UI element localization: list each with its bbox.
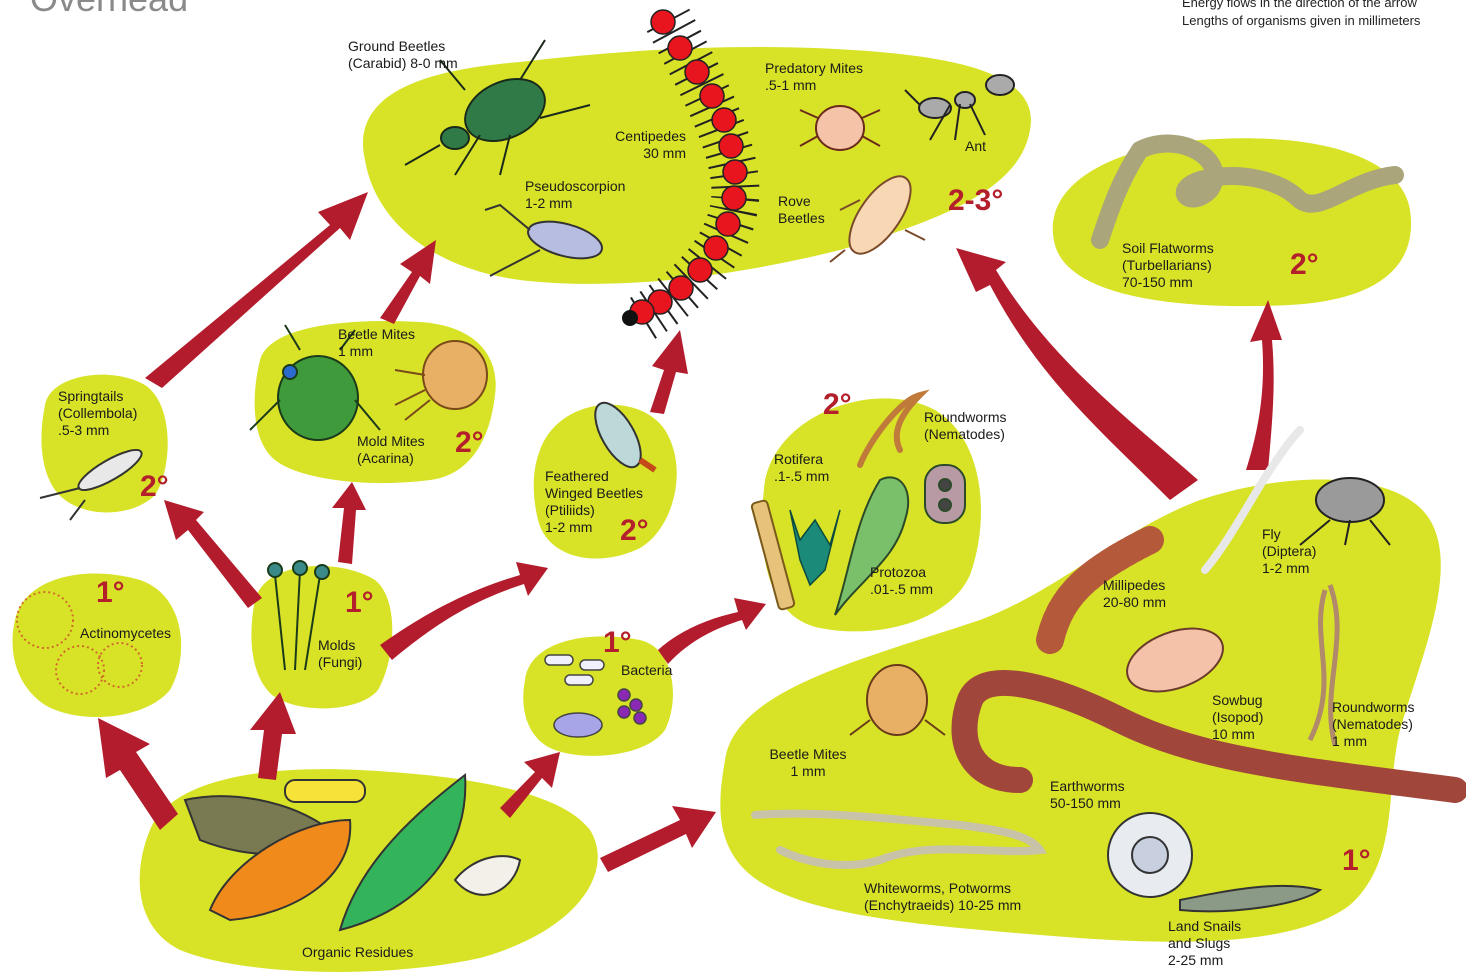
label-soil-flatworms: Soil Flatworms (Turbellarians) 70-150 mm [1122, 240, 1214, 291]
label-whiteworms: Whiteworms, Potworms (Enchytraeids) 10-2… [864, 880, 1021, 914]
level-molds: 1° [345, 588, 374, 618]
level-springtails: 2° [140, 472, 169, 502]
label-beetle-mites-large: Beetle Mites 1 mm [760, 746, 856, 780]
arrow-molds-to-springtails [164, 500, 262, 608]
arrow-organic-to-decomposers [600, 806, 716, 872]
page-title: Overhead [30, 0, 188, 20]
label-millipedes: Millipedes 20-80 mm [1103, 577, 1166, 611]
label-earthworms: Earthworms 50-150 mm [1050, 778, 1125, 812]
level-predators: 2-3° [948, 186, 1003, 216]
note-energy: Energy flows in the direction of the arr… [1182, 0, 1417, 10]
label-land-snails: Land Snails and Slugs 2-25 mm [1168, 918, 1241, 969]
label-beetle-mites: Beetle Mites 1 mm [338, 326, 415, 360]
arrow-bacteria-to-micro [658, 598, 766, 664]
label-organic-residues: Organic Residues [302, 944, 413, 961]
label-protozoa: Protozoa .01-.5 mm [870, 564, 933, 598]
level-actinomycetes: 1° [96, 578, 125, 608]
legend-notes: Energy flows in the direction of the arr… [1182, 0, 1420, 30]
arrow-mites-to-predators [380, 240, 436, 324]
label-bacteria: Bacteria [621, 662, 672, 679]
label-springtails: Springtails (Collembola) .5-3 mm [58, 388, 137, 439]
blob-bacteria [523, 636, 673, 755]
label-rotifera: Rotifera .1-.5 mm [774, 451, 829, 485]
label-molds: Molds (Fungi) [318, 637, 362, 671]
arrow-organic-to-actinomycetes [98, 718, 178, 830]
level-bacteria: 1° [603, 628, 632, 658]
label-rove-beetles: Rove Beetles [778, 193, 825, 227]
label-mold-mites: Mold Mites (Acarina) [357, 433, 425, 467]
label-predatory-mites: Predatory Mites .5-1 mm [765, 60, 863, 94]
label-sowbug: Sowbug (Isopod) 10 mm [1212, 692, 1263, 743]
arrow-decomposers-to-flatworms [1246, 300, 1282, 470]
label-centipedes: Centipedes 30 mm [600, 128, 686, 162]
arrow-feathered-to-predators [650, 330, 688, 414]
label-roundworms-micro: Roundworms (Nematodes) [924, 409, 1006, 443]
label-ant: Ant [965, 138, 986, 155]
level-flatworms: 2° [1290, 250, 1319, 280]
note-lengths: Lengths of organisms given in millimeter… [1182, 13, 1420, 28]
level-mites: 2° [455, 428, 484, 458]
arrow-molds-to-mites [332, 482, 366, 564]
label-roundworms-large: Roundworms (Nematodes) 1 mm [1332, 699, 1414, 750]
level-decomposers: 1° [1342, 846, 1371, 876]
label-ground-beetles: Ground Beetles (Carabid) 8-0 mm [348, 38, 458, 72]
arrow-molds-to-feathered [380, 562, 548, 660]
label-fly: Fly (Diptera) 1-2 mm [1262, 526, 1316, 577]
arrow-organic-to-molds [250, 692, 296, 780]
level-microfauna: 2° [823, 390, 852, 420]
label-pseudoscorpion: Pseudoscorpion 1-2 mm [525, 178, 625, 212]
label-actinomycetes: Actinomycetes [80, 625, 171, 642]
level-feathered: 2° [620, 516, 649, 546]
